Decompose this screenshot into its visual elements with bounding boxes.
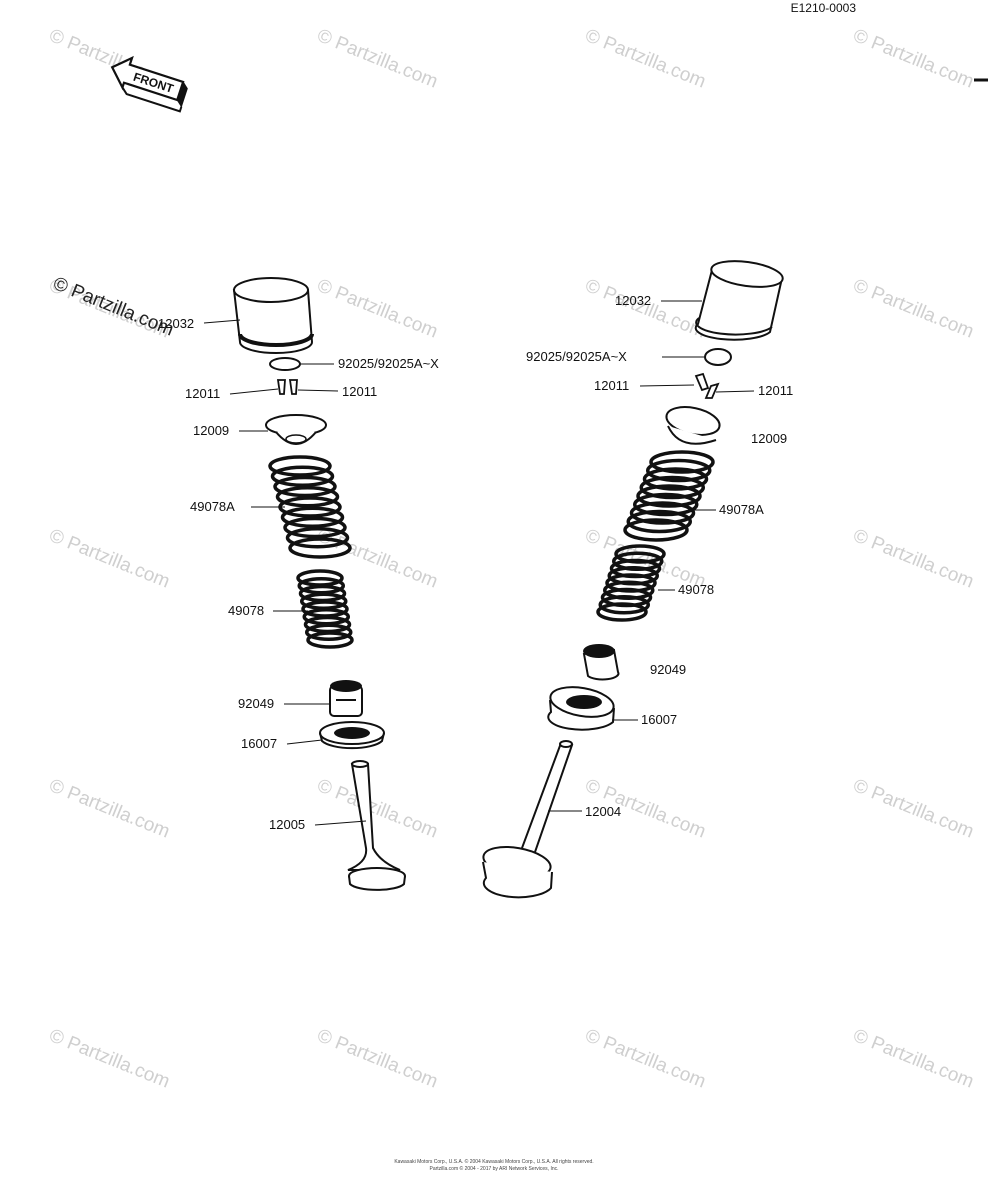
spring-coil [623,518,689,542]
label-left-12005: 12005 [269,817,305,832]
right-spring-retainer [665,406,721,445]
spring-coil [305,623,353,641]
right-valve-lifter [694,260,784,341]
partzilla-watermark: © Partzilla.com [46,1025,173,1092]
partzilla-watermark: © Partzilla.com [582,25,709,92]
left-stem-seal [329,680,363,717]
right-spring-seat [547,686,615,731]
spring-coil [646,458,712,483]
label-left-49078: 49078 [228,603,264,618]
partzilla-watermark: © Partzilla.com [46,525,173,592]
partzilla-watermark: © Partzilla.com [314,25,441,92]
partzilla-watermark: © Partzilla.com [314,275,441,342]
partzilla-watermark: © Partzilla.com [314,775,441,842]
label-right-49078A: 49078A [719,502,764,517]
partzilla-watermark: © Partzilla.com [46,775,173,842]
left-inner-valve-spring [296,569,354,649]
spring-coil [270,465,335,487]
spring-coil [629,501,696,525]
left-outer-valve-spring [268,455,352,559]
diagram-ref-code: E1210-0003 [791,1,857,15]
label-left-49078A: 49078A [190,499,235,514]
partzilla-watermark: © Partzilla.com [582,275,709,342]
right-stem-seal [582,644,620,681]
label-right-16007: 16007 [641,712,677,727]
label-left-12032: 12032 [158,316,194,331]
label-right-92025: 92025/92025A~X [526,349,627,364]
right-shim [704,348,732,366]
label-left-12009: 12009 [193,423,229,438]
partzilla-watermark: © Partzilla.com [850,25,977,92]
partzilla-watermark: © Partzilla.com [850,275,977,342]
label-left-12011-a: 12011 [185,386,220,401]
watermark-layer: © Partzilla.com © Partzilla.com © Partzill… [46,25,977,1092]
spring-coil [273,475,337,498]
spring-coil [268,455,332,477]
label-right-92049: 92049 [650,662,686,677]
partzilla-watermark: © Partzilla.com [850,525,977,592]
label-right-12009: 12009 [751,431,787,446]
spring-coil [280,506,345,528]
left-valve-assembly: 12032 92025/92025A~X 12011 12011 12009 4… [158,277,439,891]
spring-coil [288,537,352,559]
label-left-92025: 92025/92025A~X [338,356,439,371]
right-valve-assembly: 12032 92025/92025A~X 12011 12011 12009 4… [482,260,793,899]
label-left-92049: 92049 [238,696,274,711]
spring-coil [596,602,648,622]
left-shim [269,357,301,371]
spring-coil [306,631,354,649]
spring-coil [283,516,347,539]
left-exhaust-valve [347,760,406,891]
partzilla-watermark: © Partzilla.com [850,775,977,842]
spring-coil [626,509,692,534]
right-inner-valve-spring [596,544,666,622]
label-left-16007: 16007 [241,736,277,751]
left-valve-keepers [276,379,298,395]
partzilla-watermark: © Partzilla.com [850,1025,977,1092]
right-valve-keepers [694,372,720,399]
right-outer-valve-spring [623,450,715,542]
spring-coil [639,475,705,500]
label-right-12011-a: 12011 [594,378,629,393]
label-left-12011-b: 12011 [342,384,377,399]
spring-coil [598,595,650,615]
left-spring-retainer [265,414,327,445]
right-intake-valve [482,740,574,899]
partzilla-watermark: © Partzilla.com [582,1025,709,1092]
spring-coil [636,484,702,508]
label-right-12011-b: 12011 [758,383,793,398]
spring-coil [275,486,340,508]
spring-coil [285,527,350,549]
label-right-12032: 12032 [615,293,651,308]
partzilla-watermark: © Partzilla.com [314,1025,441,1092]
spring-coil [633,492,699,517]
label-right-12004: 12004 [585,804,621,819]
copyright-line-1: Kawasaki Motors Corp., U.S.A. © 2004 Kaw… [394,1158,593,1165]
copyright-line-2: Partzilla.com © 2004 - 2017 by ARI Netwo… [429,1165,558,1172]
spring-coil [649,450,715,474]
left-valve-lifter [232,277,314,354]
label-right-49078: 49078 [678,582,714,597]
left-spring-seat [319,721,385,750]
spring-coil [642,467,709,491]
